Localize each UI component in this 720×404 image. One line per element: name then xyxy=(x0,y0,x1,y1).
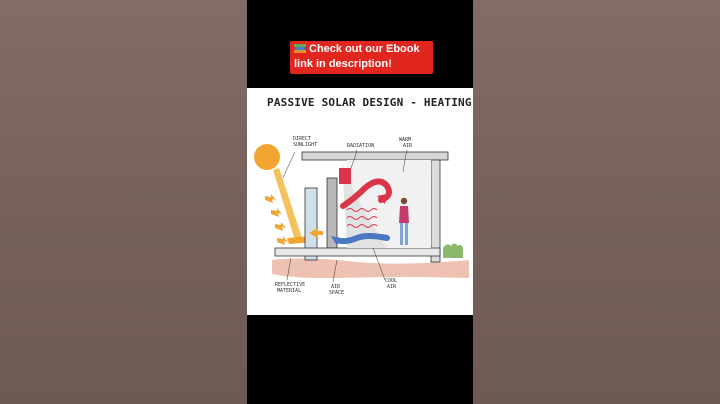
floor-slab xyxy=(274,247,441,257)
right-wall xyxy=(430,159,441,263)
label-reflective-2: MATERIAL xyxy=(277,288,301,294)
label-direct-sunlight-2: SUNLIGHT xyxy=(293,142,317,148)
label-direct-sunlight-1: DIRECT xyxy=(293,136,311,142)
blurred-background-left xyxy=(0,0,247,404)
warm-air-vent xyxy=(339,168,351,184)
warm-air-flow xyxy=(340,178,392,209)
sun xyxy=(254,144,280,170)
sunlight-beam xyxy=(273,168,302,240)
passive-solar-diagram: DIRECT SUNLIGHT RADIATION WARM AIR REFLE… xyxy=(254,136,469,296)
glazing xyxy=(304,187,318,261)
sunlight-arrows xyxy=(265,194,288,245)
banner-line-2: link in description! xyxy=(294,58,392,70)
roof xyxy=(301,151,449,161)
label-cool-air-2: AIR xyxy=(387,284,397,290)
leader-lines xyxy=(282,149,408,283)
label-warm-air-2: AIR xyxy=(403,143,413,149)
label-cool-air-1: COOL xyxy=(385,278,397,284)
person-figure xyxy=(399,197,409,245)
books-emoji-icon xyxy=(294,44,306,53)
sunlight-entry-arrow xyxy=(309,227,323,239)
video-frame[interactable]: Check out our Ebook link in description! xyxy=(247,0,473,404)
cool-air-flow xyxy=(334,233,390,245)
bush xyxy=(443,243,463,258)
blurred-background-right xyxy=(473,0,720,404)
diagram-title: PASSIVE SOLAR DESIGN - HEATING xyxy=(267,96,472,109)
ground xyxy=(272,258,469,279)
label-reflective-1: REFLECTIVE xyxy=(275,282,305,288)
label-air-space-2: SPACE xyxy=(329,290,344,296)
ebook-banner[interactable]: Check out our Ebook link in description! xyxy=(290,41,433,74)
label-radiation: RADIATION xyxy=(347,143,374,149)
cool-air-arrowhead xyxy=(331,236,341,246)
label-air-space-1: AIR xyxy=(331,284,341,290)
diagram-card: DIRECT SUNLIGHT RADIATION WARM AIR REFLE… xyxy=(247,88,473,315)
radiation-waves xyxy=(346,208,378,228)
banner-line-1: Check out our Ebook xyxy=(309,43,420,55)
label-warm-air-1: WARM xyxy=(399,137,411,143)
warm-air-arrowhead xyxy=(377,194,387,204)
